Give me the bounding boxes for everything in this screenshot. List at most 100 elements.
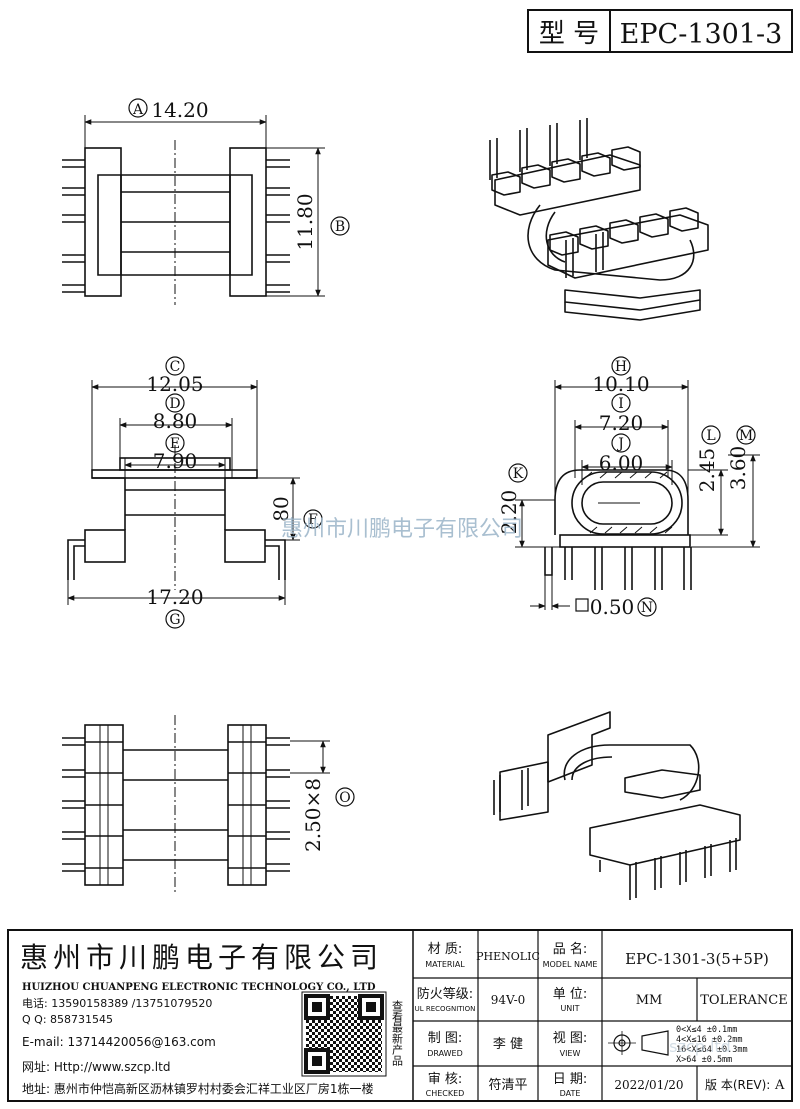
dim-A-label: A (132, 102, 144, 118)
tolerance-row: 0<X≤4 ±0.1mm (676, 1025, 737, 1035)
dim-I: I 7.20 (599, 393, 644, 435)
ul-label: 防火等级: (417, 986, 473, 1002)
titleblock-unit: 单 位: UNIT MM TOLERANCE (553, 987, 788, 1013)
tolerance-row: 4<X≤16 ±0.2mm (676, 1035, 743, 1045)
dim-E-label: E (170, 436, 180, 452)
drawn-label: 制 图: (428, 1031, 463, 1046)
dim-A: A 14.20 (128, 98, 209, 122)
unit-sub: UNIT (560, 1004, 579, 1013)
material-label: 材 质: (428, 942, 463, 957)
checked-label: 审 核: (428, 1072, 463, 1087)
ul-value: 94V-0 (491, 993, 526, 1007)
front-view (67, 380, 300, 605)
dim-H: H 10.10 (592, 356, 650, 396)
dim-O-label: O (339, 790, 350, 806)
dim-B: B 11.80 (293, 193, 350, 251)
company-info: 惠州市川鹏电子有限公司 HUIZHOU CHUANPENG ELECTRONIC… (20, 941, 383, 1096)
dim-C-value: 12.05 (146, 372, 203, 396)
dim-B-value: 11.80 (293, 193, 317, 250)
footer-watermark: szcp.ltd (669, 1037, 731, 1056)
dim-I-label: I (618, 396, 624, 412)
dim-D-value: 8.80 (153, 409, 198, 433)
dim-J-value: 6.00 (599, 451, 644, 475)
product-value: EPC-1301-3(5+5P) (625, 950, 769, 968)
dim-O: 2.50×8 O (301, 778, 355, 852)
product-sub: MODEL NAME (543, 960, 598, 969)
dim-L: L 2.45 (695, 425, 721, 493)
titleblock-rev: 版 本(REV): A (705, 1078, 785, 1093)
tolerance-row: 16<X≤64 ±0.3mm (676, 1045, 748, 1055)
material-sub: MATERIAL (425, 960, 465, 969)
titleblock-drawn: 制 图: DRAWED 李 健 (427, 1031, 523, 1058)
dim-E: E 7.90 (153, 433, 198, 473)
date-value: 2022/01/20 (614, 1078, 683, 1092)
titleblock-checked: 审 核: CHECKED 符清平 (426, 1072, 528, 1098)
titleblock-material: 材 质: MATERIAL PHENOLIC (425, 942, 540, 969)
titleblock-product: 品 名: MODEL NAME EPC-1301-3(5+5P) (543, 941, 769, 969)
dim-I-value: 7.20 (599, 411, 644, 435)
view-sub: VIEW (560, 1049, 581, 1058)
drawn-sub: DRAWED (427, 1049, 463, 1058)
company-name-en: HUIZHOU CHUANPENG ELECTRONIC TECHNOLOGY … (22, 982, 376, 993)
company-name-cn: 惠州市川鹏电子有限公司 (20, 941, 383, 974)
dim-G-label: G (169, 612, 180, 628)
titleblock-date: 日 期: DATE 2022/01/20 (553, 1072, 684, 1098)
unit-value: MM (636, 993, 663, 1008)
dim-O-value: 2.50×8 (301, 778, 325, 852)
material-value: PHENOLIC (476, 950, 540, 963)
dim-M-value: 3.60 (726, 446, 750, 491)
rev-value: A (774, 1078, 785, 1093)
company-email: E-mail: 13714420056@163.com (22, 1035, 216, 1049)
dim-F-value: 80 (269, 496, 293, 521)
company-website: 网址: Http://www.szcp.ltd (22, 1060, 170, 1074)
dim-F-label: F (308, 512, 318, 528)
title-block (7, 929, 793, 1102)
unit-label: 单 位: (553, 987, 588, 1002)
dim-L-value: 2.45 (695, 448, 719, 493)
view-label: 视 图: (553, 1031, 588, 1046)
dim-E-value: 7.90 (153, 449, 198, 473)
iso-view-top (489, 118, 709, 321)
dim-N-label: N (641, 600, 653, 616)
checked-value: 符清平 (488, 1077, 527, 1093)
date-sub: DATE (560, 1089, 581, 1098)
dim-H-value: 10.10 (592, 372, 649, 396)
company-qq: Q Q: 858731545 (22, 1013, 113, 1026)
projection-symbol-icon (608, 1030, 669, 1056)
dim-B-label: B (335, 219, 345, 235)
dim-K-value: 2.20 (497, 490, 521, 535)
dim-N: 0.50 N (590, 595, 657, 619)
watermark: 惠州市川鹏电子有限公司 (281, 517, 523, 542)
drawn-value: 李 健 (493, 1037, 523, 1052)
date-label: 日 期: (553, 1072, 588, 1087)
dim-C-label: C (170, 359, 181, 375)
bottom-view (62, 715, 330, 895)
dim-G-value: 17.20 (146, 585, 203, 609)
checked-sub: CHECKED (426, 1089, 465, 1098)
model-value: EPC-1301-3 (620, 19, 783, 50)
dim-H-label: H (615, 359, 627, 375)
dim-K-label: K (513, 466, 524, 482)
dim-F: F 80 (269, 496, 323, 529)
dim-A-value: 14.20 (151, 98, 208, 122)
company-phone: 电话: 13590158389 /13751079520 (22, 997, 212, 1010)
dim-D: D 8.80 (153, 393, 198, 433)
ul-sub: UL RECOGNITION (415, 1005, 476, 1013)
tolerance-label: TOLERANCE (700, 993, 787, 1008)
company-address: 地址: 惠州市仲恺高新区沥林镇罗村村委会汇祥工业区厂房1栋一楼 (22, 1081, 374, 1096)
iso-view-bottom (493, 711, 741, 900)
dim-N-value: 0.50 (590, 595, 635, 619)
tolerance-row: X>64 ±0.5mm (676, 1055, 732, 1065)
qr-note: 查看最新产品 (391, 999, 404, 1066)
top-view (62, 115, 325, 305)
dim-J: J 6.00 (599, 433, 644, 475)
dim-M: M 3.60 (726, 425, 756, 491)
model-label: 型 号 (539, 19, 599, 49)
titleblock-view: 视 图: VIEW 0<X≤4 ±0.1mm 4<X≤16 ±0.2mm 16<… (553, 1025, 748, 1065)
qr-code: 查看最新产品 (301, 991, 404, 1077)
dim-K: K 2.20 (497, 463, 528, 535)
titleblock-ul: 防火等级: UL RECOGNITION 94V-0 (415, 986, 526, 1013)
dim-D-label: D (169, 396, 180, 412)
dim-L-label: L (706, 428, 715, 444)
